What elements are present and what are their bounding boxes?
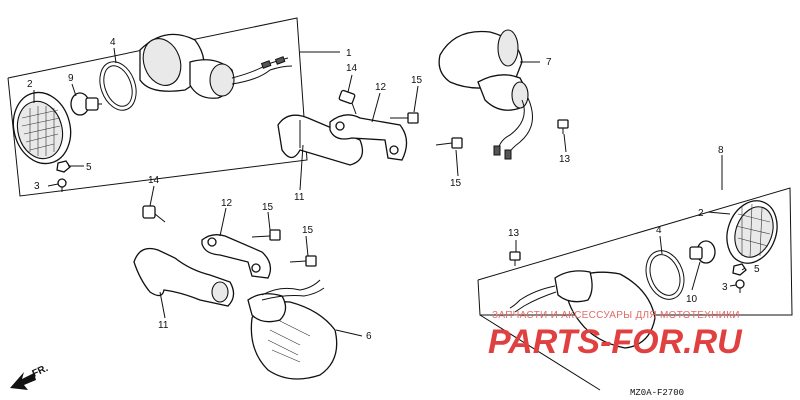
callout-12-bottom: 12: [221, 198, 233, 209]
callout-labels: 1 2 9 4 5 3 7 14 12 15 11 15 13 8 2 4 5 …: [27, 37, 760, 342]
callout-13-top: 13: [559, 154, 571, 165]
callout-2-bottom: 2: [698, 208, 704, 219]
turn-signal-part-8-housing: [509, 270, 656, 349]
bolt-part-15-bottom-b: [289, 255, 317, 267]
callout-4-bottom: 4: [656, 225, 662, 236]
screw-part-bottom-right: [735, 279, 745, 293]
watermark-brand: PARTS-FOR.RU: [488, 323, 743, 361]
bolt-part-15-bottom-a: [251, 229, 281, 241]
bracket-part-12-top: [329, 114, 408, 161]
callout-15-top-a: 15: [411, 75, 423, 86]
direction-label: FR.: [31, 363, 50, 380]
bolt-part-15-top-a: [390, 112, 419, 124]
screw-part-13-bottom: [509, 251, 521, 266]
bulb-part-bottom-right: [689, 240, 716, 264]
callout-1: 1: [346, 48, 352, 59]
callout-5-bottom: 5: [754, 264, 760, 275]
leader-lines: [33, 47, 746, 337]
turn-signal-part-7: [438, 29, 533, 160]
callout-2-top: 2: [27, 79, 33, 90]
direction-arrow-icon: FR.: [10, 363, 50, 390]
drawing-code: MZ0A-F2700: [630, 388, 684, 398]
callout-3-bottom: 3: [722, 282, 728, 293]
bolt-part-14-top: [338, 89, 357, 115]
watermark: ЗАПЧАСТИ И АКСЕССУАРЫ ДЛЯ МОТОТЕХНИКИ PA…: [488, 310, 743, 361]
bolt-part-15-top-b: [435, 137, 463, 149]
screw-part-13-top: [557, 119, 569, 134]
callout-13-bottom: 13: [508, 228, 520, 239]
assembly-box-bottom-right: [477, 187, 793, 391]
watermark-caption: ЗАПЧАСТИ И АКСЕССУАРЫ ДЛЯ МОТОТЕХНИКИ: [492, 310, 740, 321]
lens-part-top-left: [12, 91, 72, 165]
callout-5-top: 5: [86, 162, 92, 173]
turn-signal-part-6: [247, 279, 338, 380]
callout-15-top-b: 15: [450, 178, 462, 189]
callout-7: 7: [546, 57, 552, 68]
gasket-ring-top-left: [99, 61, 137, 111]
housing-part-top-left: [139, 33, 293, 99]
assembly-box-top-left: [7, 17, 308, 197]
callout-14-top: 14: [346, 63, 358, 74]
callout-8: 8: [718, 145, 724, 156]
bulb-part-top-left: [70, 92, 102, 116]
callout-10: 10: [686, 294, 698, 305]
callout-15-bottom-b: 15: [302, 225, 314, 236]
bracket-part-11-top: [277, 114, 364, 166]
gasket-ring-bottom-right: [645, 250, 685, 300]
callout-6: 6: [366, 331, 372, 342]
bolt-part-14-bottom: [142, 205, 166, 223]
callout-11-bottom: 11: [158, 320, 169, 331]
bracket-part-12-bottom: [201, 234, 272, 279]
nut-part-bottom-right: [732, 263, 747, 276]
callout-9: 9: [68, 73, 74, 84]
callout-15-bottom-a: 15: [262, 202, 274, 213]
callout-4-top: 4: [110, 37, 116, 48]
lens-part-bottom-right: [726, 200, 778, 264]
nut-part-top-left: [56, 160, 71, 173]
callout-3-top: 3: [34, 181, 40, 192]
callout-14-bottom: 14: [148, 175, 160, 186]
screw-part-top-left: [57, 178, 67, 192]
callout-11-top: 11: [294, 192, 305, 203]
callout-12-top: 12: [375, 82, 387, 93]
bracket-part-11-bottom: [133, 247, 235, 307]
